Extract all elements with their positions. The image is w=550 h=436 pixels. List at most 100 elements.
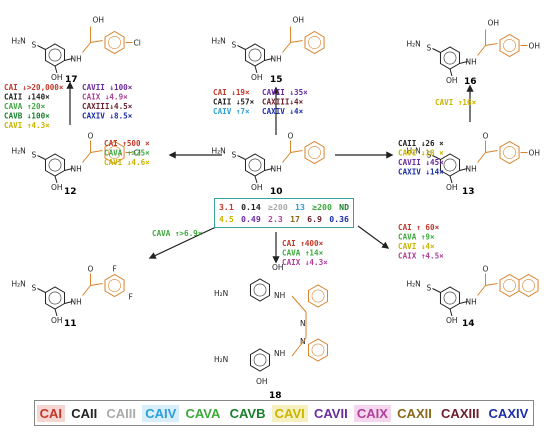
compound-label-13: 13 <box>462 187 475 197</box>
core-ring-aromatic <box>48 158 62 172</box>
atom-label: O <box>88 265 94 274</box>
atom-label: OH <box>51 316 63 325</box>
core-ring-bottom-aromatic <box>253 353 267 367</box>
aryl-ring <box>499 33 520 58</box>
annotation-line: CAI ↑ 60× <box>398 223 440 232</box>
atom-label: F <box>129 293 133 302</box>
core-ring-aromatic <box>443 158 457 172</box>
bond <box>64 58 73 61</box>
atom-label: O <box>483 132 489 141</box>
core-ring-top-aromatic <box>253 283 267 297</box>
bond <box>477 152 486 163</box>
bond <box>291 295 307 313</box>
key-value: 4.5 <box>219 214 234 224</box>
bond <box>37 45 46 50</box>
bond <box>37 288 46 293</box>
bond <box>264 58 273 61</box>
aryl-ring <box>304 140 325 165</box>
annotation-line: CAII ↓26 × <box>398 139 444 148</box>
phenyl-top <box>307 284 329 308</box>
atom-label: OH <box>272 263 284 272</box>
atom-label: OH <box>256 377 268 386</box>
annotation-a17: CAI ↓>20,000×CAII ↓140×CAVA ↑20×CAVB ↓10… <box>4 83 64 130</box>
annotation-line: CAI ↓>20,000× <box>4 83 64 92</box>
atom-label: F <box>113 265 117 274</box>
bond <box>291 337 307 357</box>
bond <box>282 152 291 163</box>
atom-label: OH <box>51 183 63 192</box>
bond <box>264 168 273 171</box>
compound-label-14: 14 <box>462 319 475 329</box>
atom-label: H₂N <box>214 289 228 298</box>
compound-label-16: 16 <box>464 77 477 87</box>
legend-item-caix: CAIX <box>353 404 391 422</box>
bond <box>254 65 258 74</box>
annotation-line: CAVA ↑9× <box>398 233 435 242</box>
annotation-a15b: CAVII ↓35×CAXIII↓4×CAXIV ↓4× <box>262 88 308 116</box>
core-ring-bottom <box>249 348 271 372</box>
annotation-line: CAVII ↓35× <box>262 88 308 97</box>
bond <box>290 150 303 153</box>
atom-label: NH <box>271 165 282 174</box>
aryl-ring-2-aromatic <box>522 279 535 292</box>
bond <box>90 150 103 153</box>
key-value: 0.36 <box>329 214 349 224</box>
aryl-ring-aromatic <box>308 36 321 49</box>
key-value: 17 <box>290 214 300 224</box>
annotation-line: CAI ↑400× <box>282 239 324 248</box>
bond <box>477 285 486 296</box>
selectivity-annotations: CAI ↓>20,000×CAII ↓140×CAVA ↑20×CAVB ↓10… <box>4 83 477 267</box>
legend-item-cava: CAVA <box>185 405 221 421</box>
atom-label: O <box>288 132 294 141</box>
atom-label: OH <box>529 149 541 158</box>
atom-label: H₂N <box>11 147 25 156</box>
bond <box>485 43 498 46</box>
atom-label: H₂N <box>406 147 420 156</box>
atom-label: H₂N <box>11 37 25 46</box>
bond <box>90 283 103 286</box>
atom-label: NH <box>466 58 477 67</box>
atom-label: Cl <box>134 39 141 48</box>
legend-item-cavi: CAVI <box>271 404 308 422</box>
core-ring <box>244 153 266 177</box>
atom-label: H₂N <box>211 147 225 156</box>
bond <box>82 285 91 296</box>
key-value: 13 <box>295 202 305 212</box>
bond <box>237 45 246 50</box>
atom-label: OH <box>293 16 305 25</box>
aryl-ring-aromatic <box>108 146 121 159</box>
bond <box>90 40 103 43</box>
annotation-a15: CAI ↓19×CAII ↓57×CAIV ↑7× <box>213 88 255 116</box>
annotation-line: CAVA ↑20× <box>4 102 46 111</box>
aryl-ring-2 <box>518 273 539 298</box>
phenyl-bottom-aromatic <box>311 343 325 357</box>
compound-label-10: 10 <box>270 187 283 197</box>
compound-label-11: 11 <box>64 319 77 329</box>
atom-label: NH <box>71 165 82 174</box>
atom-label: H₂N <box>214 355 228 364</box>
legend-item-caxiii: CAXIII <box>441 405 480 421</box>
atom-label: NH <box>274 291 285 300</box>
atom-label: NH <box>466 298 477 307</box>
bond <box>54 308 58 317</box>
annotation-line: CAVA ↑>25× <box>104 149 150 158</box>
annotation-line: CAI ↓19× <box>213 88 250 97</box>
bond <box>37 155 46 160</box>
annotation-line: CAXIV ↓8.5× <box>82 112 133 121</box>
legend-item-cai: CAI <box>36 404 65 422</box>
legend-item-caiv: CAIV <box>142 404 180 422</box>
arrow-10-to-11 <box>148 225 219 259</box>
bond <box>485 150 498 153</box>
sulfur-atom: S <box>31 151 36 160</box>
atom-label: N <box>300 319 306 328</box>
atom-label: H₂N <box>211 37 225 46</box>
atom-label: NH <box>466 165 477 174</box>
compound-label-18: 18 <box>269 391 282 401</box>
legend-item-cavii: CAVII <box>313 405 348 421</box>
